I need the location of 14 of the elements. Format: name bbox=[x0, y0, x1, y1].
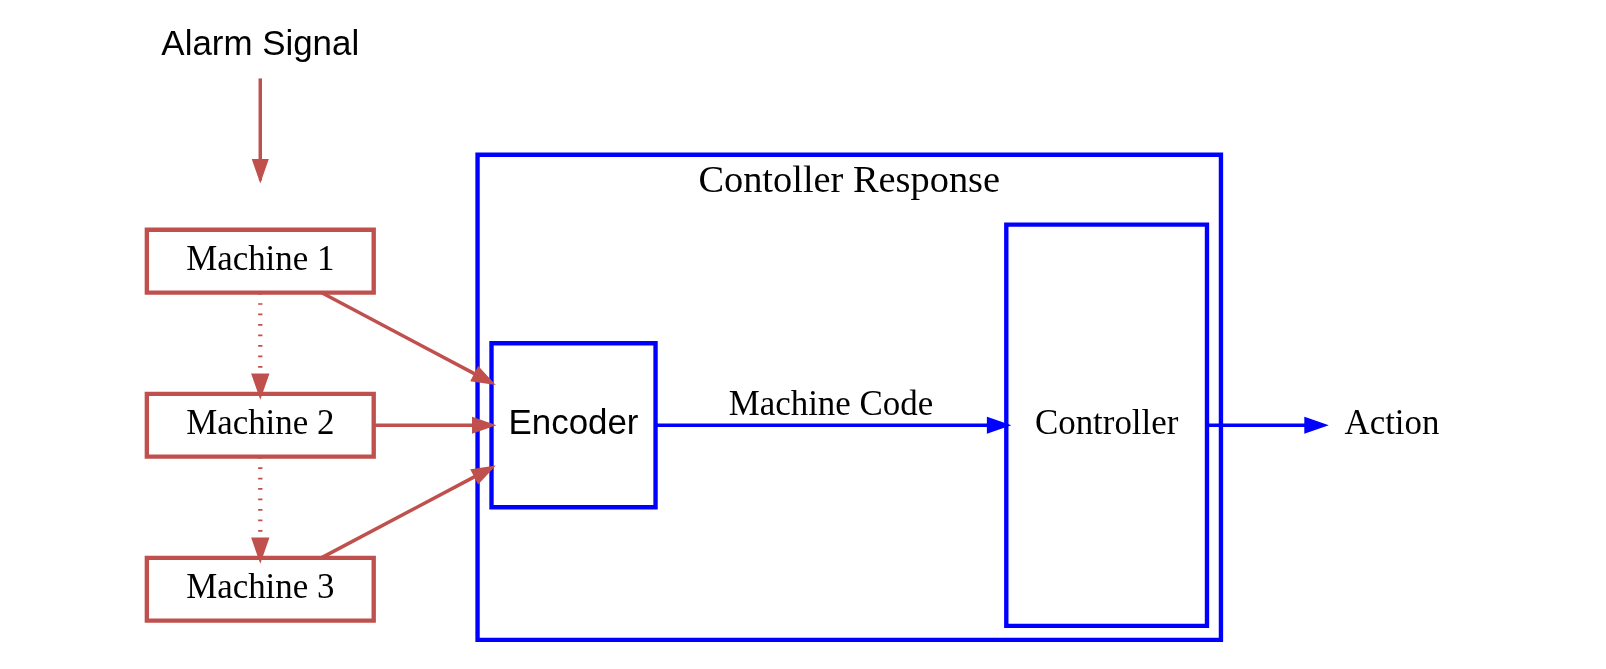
arrow bbox=[251, 292, 270, 400]
node-box: Controller bbox=[1004, 222, 1210, 629]
edge-label: Machine Code bbox=[728, 383, 934, 423]
node-box: Machine 1 bbox=[144, 227, 376, 295]
node-box: Machine 3 bbox=[144, 555, 376, 623]
arrow bbox=[655, 416, 1012, 434]
node-text: Action bbox=[1344, 402, 1440, 442]
node-box: Machine 2 bbox=[144, 391, 376, 459]
arrow bbox=[320, 291, 496, 385]
arrow bbox=[373, 416, 497, 434]
node-box: Encoder bbox=[489, 341, 658, 510]
arrow bbox=[1207, 416, 1329, 434]
arrow bbox=[251, 456, 270, 564]
node-text: Alarm Signal bbox=[161, 23, 360, 63]
